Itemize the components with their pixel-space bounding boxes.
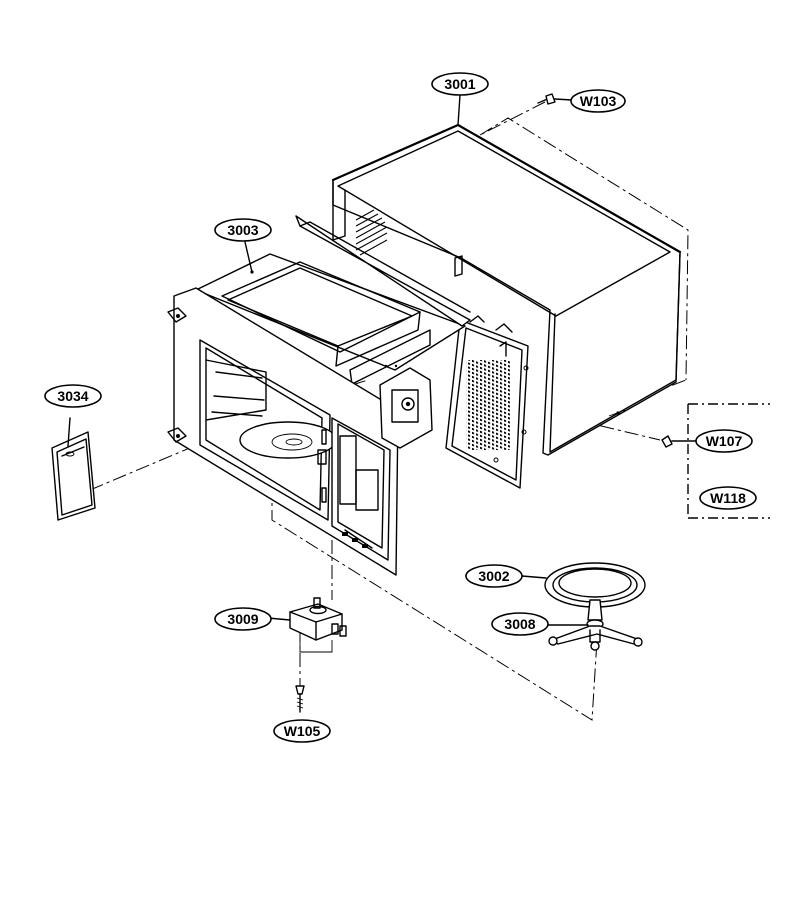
callout-3008: 3008 bbox=[491, 612, 549, 636]
callout-w105-label: W105 bbox=[284, 723, 321, 739]
callout-w103: W103 bbox=[570, 89, 626, 113]
callout-w118-label: W118 bbox=[710, 490, 746, 506]
turntable-tray bbox=[521, 562, 646, 608]
callout-3001: 3001 bbox=[431, 72, 489, 96]
callout-w103-label: W103 bbox=[580, 93, 617, 109]
callout-w107-label: W107 bbox=[706, 433, 743, 449]
callout-3034: 3034 bbox=[44, 384, 102, 408]
callout-3009-label: 3009 bbox=[227, 611, 258, 627]
callout-3002-label: 3002 bbox=[478, 568, 509, 584]
screw-w107 bbox=[661, 435, 697, 448]
callout-3009: 3009 bbox=[214, 607, 272, 631]
screw-w103 bbox=[537, 93, 573, 105]
chassis-assembly bbox=[167, 215, 471, 576]
turntable-motor bbox=[267, 597, 347, 641]
callout-3034-label: 3034 bbox=[57, 388, 88, 404]
cover-plate bbox=[51, 417, 96, 521]
callout-3001-label: 3001 bbox=[444, 76, 475, 92]
leader-lines bbox=[244, 94, 461, 273]
back-panel bbox=[445, 315, 529, 489]
callout-3008-label: 3008 bbox=[504, 616, 535, 632]
callout-3002: 3002 bbox=[465, 564, 523, 588]
screw-w105 bbox=[295, 685, 305, 713]
callout-3003: 3003 bbox=[214, 218, 272, 242]
callout-3003-label: 3003 bbox=[227, 222, 258, 238]
callout-w107: W107 bbox=[695, 429, 753, 453]
callout-w105: W105 bbox=[273, 719, 331, 743]
roller-support bbox=[547, 599, 643, 651]
back-grill bbox=[466, 360, 510, 450]
callout-w118: W118 bbox=[699, 486, 757, 510]
w107-w118-bracket bbox=[687, 403, 770, 519]
